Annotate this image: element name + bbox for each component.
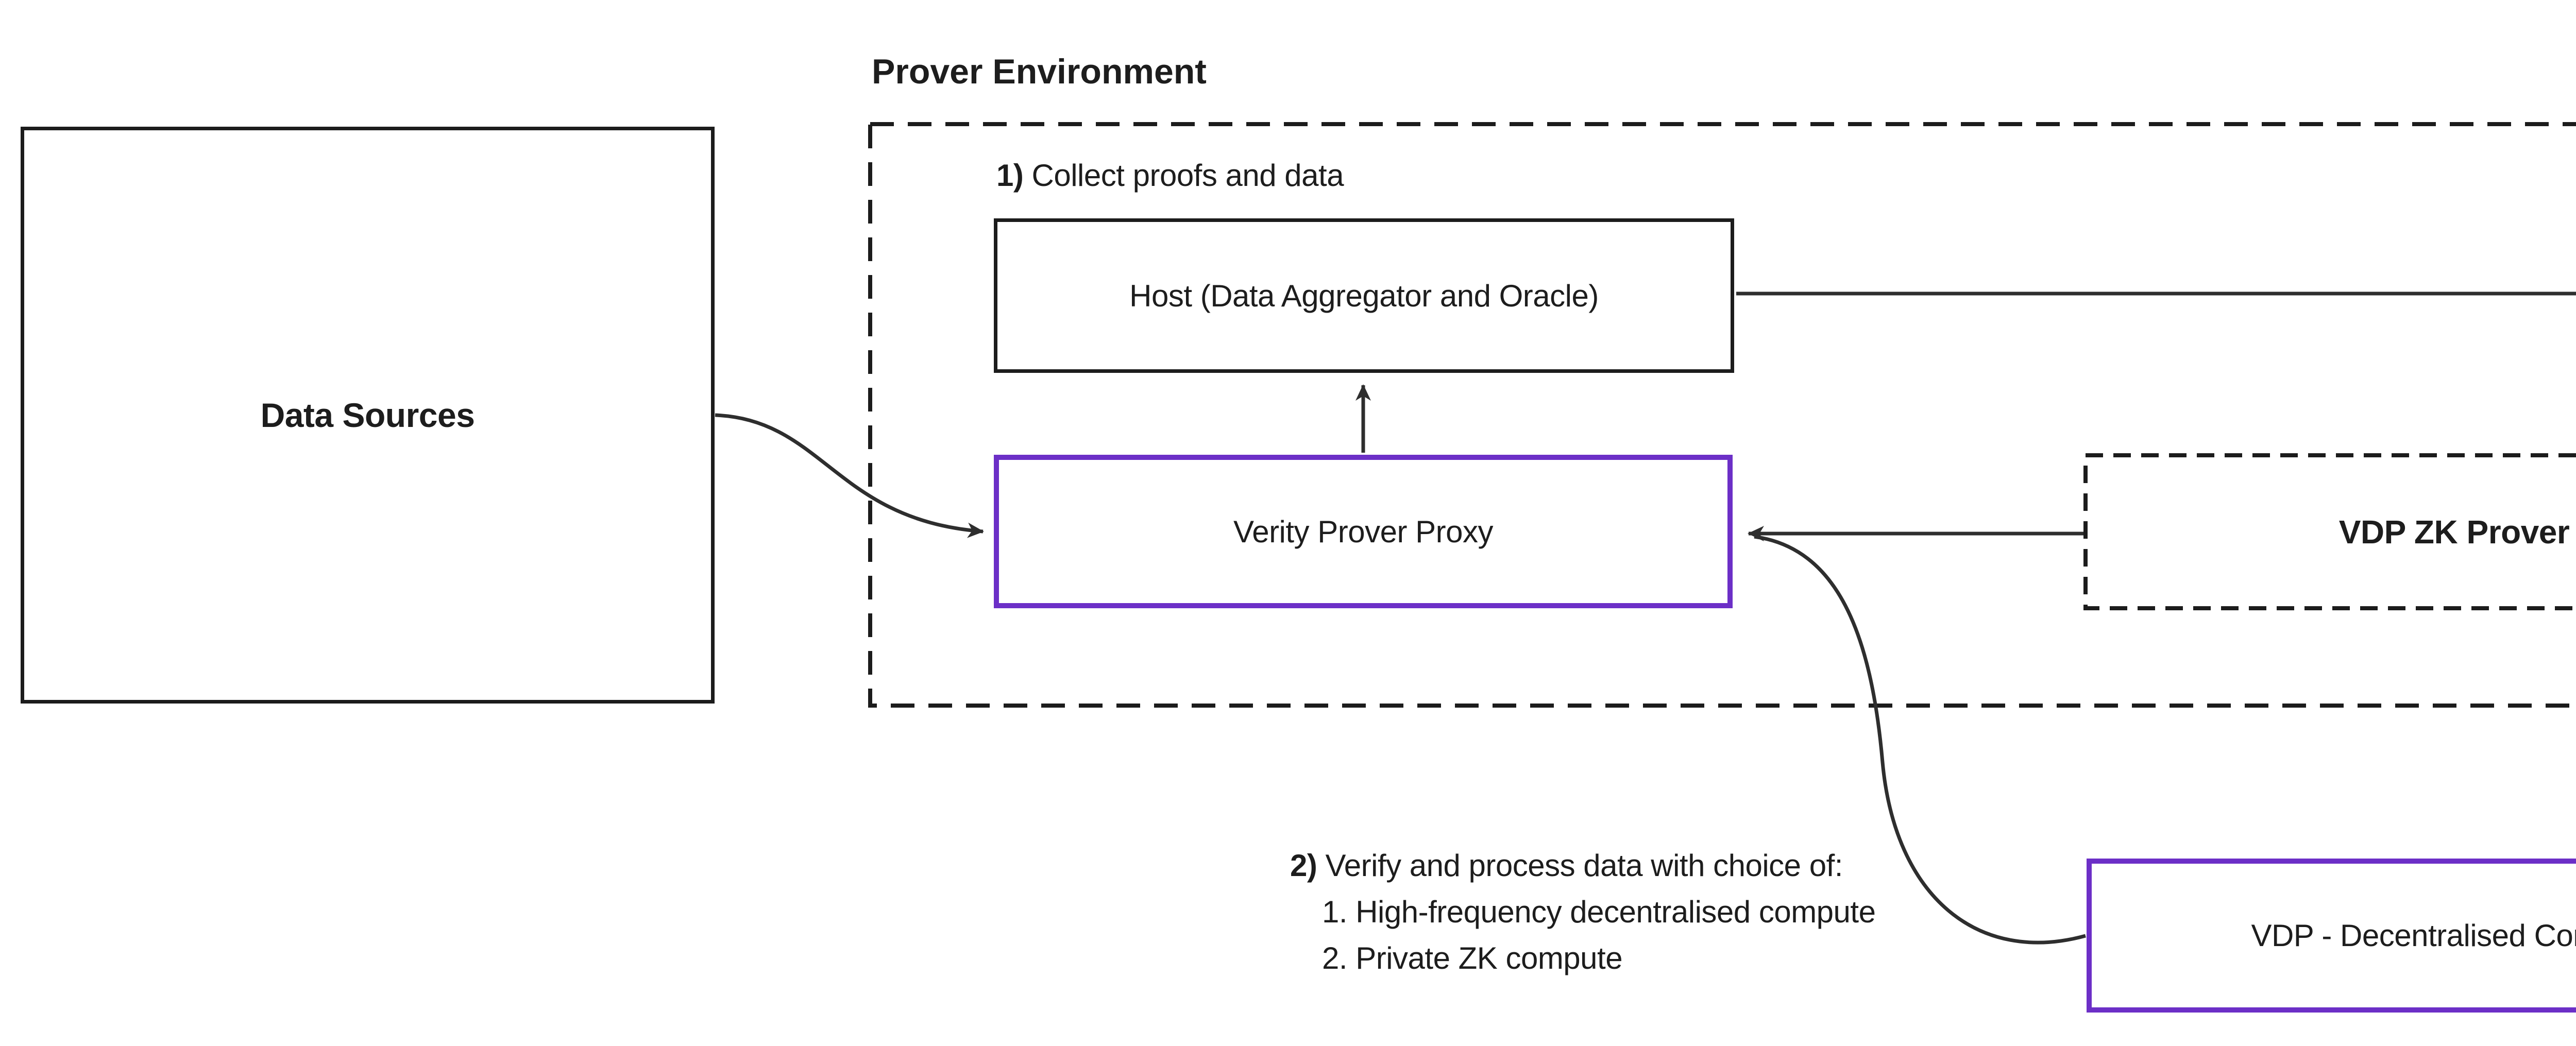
vdp-decentralised-compute-label: VDP - Decentralised Compute — [2251, 918, 2576, 953]
host-box[interactable]: Host (Data Aggregator and Oracle) — [994, 218, 1734, 373]
vdp-zk-prover-box-border — [2083, 453, 2576, 610]
arrow-datasources-to-verity — [715, 413, 984, 538]
vdp-zk-prover-box[interactable]: VDP ZK Prover — [2086, 455, 2576, 608]
step2-line1: 2) Verify and process data with choice o… — [1290, 848, 1843, 883]
step2-number: 2) — [1290, 848, 1317, 883]
verity-prover-proxy-box[interactable]: Verity Prover Proxy — [994, 455, 1733, 608]
verity-prover-proxy-label: Verity Prover Proxy — [1233, 514, 1494, 549]
data-sources-box[interactable]: Data Sources — [21, 127, 715, 704]
vdp-zk-prover-label: VDP ZK Prover — [2338, 513, 2570, 551]
prover-environment-title: Prover Environment — [872, 52, 1207, 91]
step1-annotation: 1) Collect proofs and data — [996, 158, 1344, 193]
step2-item-1: 1. High-frequency decentralised compute — [1322, 895, 1876, 929]
arrow-vdpcompute-to-verity — [1754, 535, 2086, 945]
step2-annotation: 2) Verify and process data with choice o… — [1290, 843, 1876, 982]
host-label: Host (Data Aggregator and Oracle) — [1129, 278, 1599, 313]
vdp-decentralised-compute-box[interactable]: VDP - Decentralised Compute — [2087, 859, 2576, 1013]
step1-number: 1) — [996, 158, 1024, 193]
prover-environment-boundary — [868, 122, 2576, 708]
step2-item-2: 2. Private ZK compute — [1322, 941, 1623, 975]
data-sources-label: Data Sources — [260, 396, 475, 434]
step1-text: Collect proofs and data — [1023, 158, 1344, 193]
